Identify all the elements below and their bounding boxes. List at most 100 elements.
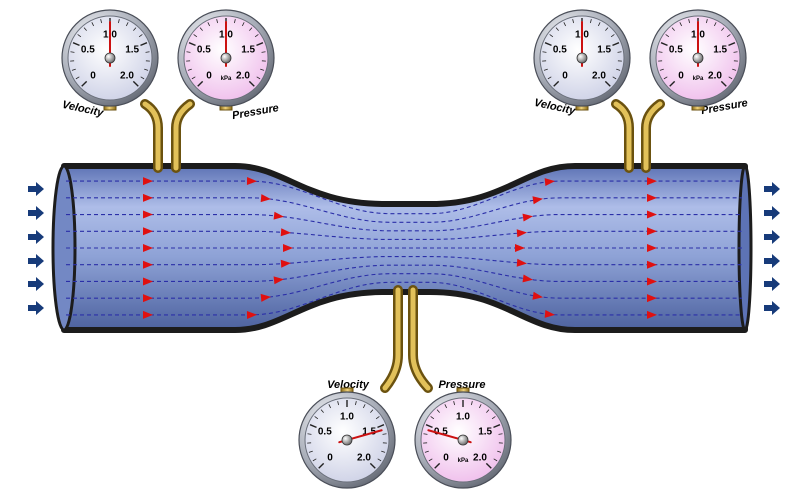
direction-arrow-icon: [143, 260, 153, 269]
gauge-tick-label: 2.0: [473, 452, 487, 463]
gauge-unit-label: kPa: [221, 76, 232, 82]
gauge-tick-label: 1.0: [456, 412, 470, 423]
gauge-tick-label: 0: [90, 70, 96, 81]
direction-arrow-icon: [143, 210, 153, 219]
direction-arrow-icon: [647, 177, 657, 186]
direction-arrow-icon: [522, 274, 533, 283]
direction-arrow-icon: [532, 291, 543, 300]
direction-arrow-icon: [544, 309, 555, 318]
outflow-arrows: [764, 182, 780, 315]
direction-arrow-icon: [647, 193, 657, 202]
gauge-tick-label: 0: [206, 70, 212, 81]
direction-arrow-icon: [647, 210, 657, 219]
streamline: [66, 281, 742, 316]
gauge-unit-label: kPa: [693, 76, 704, 82]
gauge-tick-label: 2.0: [357, 452, 371, 463]
right-arrow-icon: [764, 206, 780, 220]
gauge-tick-label: 0.5: [197, 44, 211, 55]
gauge-hub: [341, 434, 353, 446]
pipe-inlet-opening: [51, 164, 77, 332]
right-arrow-icon: [28, 301, 44, 315]
gauge-label: Pressure: [231, 102, 279, 122]
streamline-direction-arrows: [143, 177, 657, 319]
direction-arrow-icon: [544, 178, 555, 187]
gauge-hub: [576, 52, 588, 64]
direction-arrow-icon: [143, 294, 153, 303]
direction-arrow-icon: [143, 310, 153, 319]
right-arrow-icon: [28, 254, 44, 268]
gauge-hub: [692, 52, 704, 64]
direction-arrow-icon: [246, 177, 257, 186]
gauge-tick-label: 0.5: [318, 426, 332, 437]
streamline: [66, 273, 742, 299]
streamline: [66, 264, 742, 282]
gauge-tick-label: 0: [327, 452, 333, 463]
direction-arrow-icon: [522, 213, 533, 222]
direction-arrow-icon: [143, 193, 153, 202]
direction-arrow-icon: [647, 244, 657, 252]
direction-arrow-icon: [647, 294, 657, 303]
streamline: [66, 197, 742, 223]
gauge-tick-label: 0: [562, 70, 568, 81]
direction-arrow-icon: [143, 244, 153, 252]
direction-arrow-icon: [143, 227, 153, 236]
streamlines: [66, 180, 742, 316]
direction-arrow-icon: [273, 211, 284, 220]
streamline: [66, 214, 742, 232]
gauge-tick-label: 1.5: [362, 426, 376, 437]
gauge-tick-label: 1.5: [241, 44, 255, 55]
gauge-tick-label: 0: [678, 70, 684, 81]
right-arrow-icon: [28, 230, 44, 244]
gauge-tick-label: 0.5: [434, 426, 448, 437]
direction-arrow-icon: [260, 194, 271, 203]
gauge-label: Velocity: [327, 379, 370, 391]
direction-arrow-icon: [280, 228, 291, 237]
direction-arrow-icon: [143, 277, 153, 286]
gauge-tick-label: 0.5: [669, 44, 683, 55]
streamline: [66, 230, 742, 240]
gauge-unit-label: kPa: [458, 458, 469, 464]
gauge-tick-label: 2.0: [120, 70, 134, 81]
gauge-hub: [104, 52, 116, 64]
right-arrow-icon: [764, 230, 780, 244]
streamline: [66, 180, 742, 215]
direction-arrow-icon: [280, 259, 291, 268]
direction-arrow-icon: [283, 244, 293, 252]
direction-arrow-icon: [515, 244, 525, 252]
direction-arrow-icon: [246, 310, 257, 319]
direction-arrow-icon: [260, 293, 271, 302]
gauge-tick-label: 0: [443, 452, 449, 463]
direction-arrow-icon: [532, 196, 543, 205]
right-arrow-icon: [764, 277, 780, 291]
right-arrow-icon: [764, 182, 780, 196]
direction-arrow-icon: [647, 310, 657, 319]
direction-arrow-icon: [273, 276, 284, 285]
direction-arrow-icon: [647, 277, 657, 286]
gauge-tick-label: 2.0: [236, 70, 250, 81]
right-arrow-icon: [764, 301, 780, 315]
right-arrow-icon: [28, 182, 44, 196]
direction-arrow-icon: [647, 260, 657, 269]
venturi-pipe: [51, 163, 753, 333]
direction-arrow-icon: [516, 229, 527, 238]
throat-velocity-gauge: Velocity 0.5 1.0 1.5 0 2.0: [298, 379, 396, 489]
gauge-tick-label: 1.5: [478, 426, 492, 437]
gauge-tick-label: 0.5: [553, 44, 567, 55]
right-arrow-icon: [28, 277, 44, 291]
direction-arrow-icon: [516, 258, 527, 267]
right-arrow-icon: [28, 206, 44, 220]
direction-arrow-icon: [647, 227, 657, 236]
right-arrow-icon: [764, 254, 780, 268]
gauge-tick-label: 0.5: [81, 44, 95, 55]
gauge-tick-label: 1.0: [340, 412, 354, 423]
streamline: [66, 256, 742, 266]
gauge-hub: [457, 434, 469, 446]
gauge-tick-label: 1.5: [597, 44, 611, 55]
gauge-tick-label: 2.0: [592, 70, 606, 81]
gauge-tick-label: 1.5: [125, 44, 139, 55]
